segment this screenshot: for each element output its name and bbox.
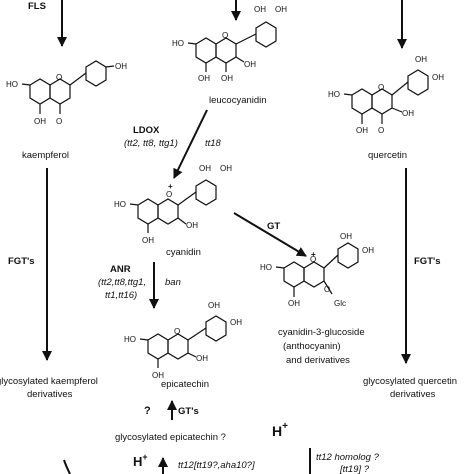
label-ldox: LDOX: [133, 125, 160, 136]
structure-cyanidin: HO OH OH O + OH OH: [114, 164, 232, 245]
svg-text:OH: OH: [362, 246, 374, 255]
svg-text:O: O: [310, 255, 316, 264]
compound-cyanidin3g-1: cyanidin-3-glucoside: [278, 327, 365, 338]
svg-text:OH: OH: [432, 73, 444, 82]
svg-text:OH: OH: [199, 164, 211, 173]
svg-text:OH: OH: [402, 109, 414, 118]
label-anr: ANR: [110, 264, 131, 275]
compound-gly-kaempferol-2: derivatives: [27, 389, 73, 400]
svg-text:OH: OH: [220, 164, 232, 173]
svg-text:HO: HO: [124, 335, 136, 344]
compound-cyanidin3g-2: (anthocyanin): [283, 341, 341, 352]
compound-epicatechin: epicatechin: [161, 379, 209, 390]
structure-kaempferol: HO OH O O OH: [6, 60, 127, 126]
label-tt12-homolog: tt12 homolog ?: [316, 452, 380, 463]
svg-text:+: +: [168, 182, 173, 191]
svg-text:OH: OH: [221, 74, 233, 83]
svg-text:+: +: [311, 250, 316, 259]
label-anr-genes-1: (tt2,tt8,ttg1,: [98, 277, 146, 288]
svg-text:O: O: [378, 83, 384, 92]
svg-text:O: O: [174, 327, 180, 336]
compound-cyanidin: cyanidin: [166, 247, 201, 258]
svg-text:O: O: [56, 73, 62, 82]
svg-text:OH: OH: [244, 60, 256, 69]
svg-text:O: O: [166, 190, 172, 199]
structure-quercetin: HO OH O OH O OH OH: [328, 55, 444, 135]
svg-text:OH: OH: [196, 354, 208, 363]
svg-text:OH: OH: [198, 74, 210, 83]
structure-leucocyanidin: HO OH OH OH O OH OH: [172, 5, 287, 83]
label-tt12: tt12[tt19?,aha10?]: [178, 460, 255, 471]
label-anr-genes-2: tt1,tt16): [105, 290, 137, 301]
svg-text:Glc: Glc: [334, 299, 346, 308]
label-tt18: tt18: [205, 138, 222, 149]
svg-text:OH: OH: [254, 5, 266, 14]
svg-text:OH: OH: [152, 371, 164, 380]
svg-text:OH: OH: [142, 236, 154, 245]
svg-text:HO: HO: [6, 80, 18, 89]
svg-text:OH: OH: [186, 221, 198, 230]
arrow-gt: [233, 212, 307, 257]
label-tt19: [tt19] ?: [339, 464, 370, 474]
svg-text:OH: OH: [275, 5, 287, 14]
compound-gly-epicatechin: glycosylated epicatechin ?: [115, 432, 226, 443]
svg-text:O: O: [378, 126, 384, 135]
compound-gly-quercetin-2: derivatives: [390, 389, 436, 400]
compound-cyanidin3g-3: and derivatives: [286, 355, 350, 366]
svg-text:HO: HO: [114, 200, 126, 209]
svg-text:HO: HO: [328, 90, 340, 99]
structure-epicatechin: HO OH OH O OH OH: [124, 301, 242, 380]
label-fgts-left: FGT's: [8, 256, 35, 267]
compound-gly-kaempferol-1: glycosylated kaempferol: [0, 376, 98, 387]
svg-text:OH: OH: [115, 62, 127, 71]
compound-quercetin: quercetin: [368, 150, 407, 161]
label-fgts-right: FGT's: [414, 256, 441, 267]
svg-text:HO: HO: [260, 263, 272, 272]
compound-leucocyanidin: leucocyanidin: [209, 95, 267, 106]
svg-text:O: O: [222, 31, 228, 40]
label-gts: GT's: [178, 406, 199, 417]
label-gt: GT: [267, 221, 280, 232]
svg-text:OH: OH: [415, 55, 427, 64]
label-gts-question: ?: [144, 405, 151, 417]
svg-text:HO: HO: [172, 39, 184, 48]
structure-cyanidin-3-glucoside: HO OH O Glc O + OH OH: [260, 232, 374, 308]
label-ldox-genes: (tt2, tt8, ttg1): [124, 138, 178, 149]
svg-text:OH: OH: [340, 232, 352, 241]
arrow-ldox: [173, 109, 208, 179]
svg-text:O: O: [56, 117, 62, 126]
h-plus-right: H+: [272, 421, 288, 439]
svg-text:OH: OH: [230, 318, 242, 327]
svg-text:OH: OH: [356, 126, 368, 135]
svg-text:O: O: [324, 285, 330, 294]
svg-text:OH: OH: [288, 299, 300, 308]
compound-kaempferol: kaempferol: [22, 150, 69, 161]
svg-text:OH: OH: [34, 117, 46, 126]
compound-gly-quercetin-1: glycosylated quercetin: [363, 376, 457, 387]
curve-bottom-left: [63, 459, 71, 474]
svg-text:OH: OH: [208, 301, 220, 310]
label-ban: ban: [165, 277, 181, 288]
label-fls: FLS: [28, 1, 46, 12]
h-plus-left: H+: [133, 452, 148, 469]
